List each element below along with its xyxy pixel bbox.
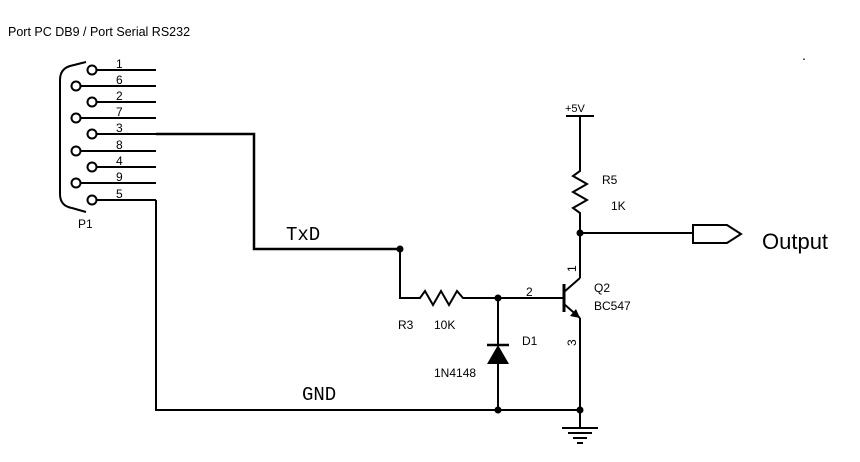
- wire-txd: [156, 132, 400, 251]
- db9-pin-number: 9: [116, 170, 123, 184]
- r5-value: 1K: [611, 199, 626, 213]
- db9-pin-circle-5: [86, 194, 98, 206]
- q2-pin-base: 2: [526, 285, 533, 299]
- junction-dot: [494, 406, 502, 414]
- db9-pin-circle-1: [86, 64, 98, 76]
- db9-pin-number: 1: [116, 57, 123, 71]
- db9-pin-circle-7: [70, 112, 82, 124]
- net-label-txd: TxD: [286, 224, 320, 246]
- resistor-r5: [570, 165, 590, 219]
- db9-connector-body: [59, 61, 87, 213]
- r5-ref: R5: [602, 173, 618, 187]
- db9-pin-number: 7: [116, 105, 123, 119]
- q2-pin-emitter: 3: [565, 339, 579, 346]
- wire-txd-to-r3: [399, 249, 414, 299]
- q2-pin-collector: 1: [565, 265, 579, 272]
- diagram-title: Port PC DB9 / Port Serial RS232: [8, 25, 190, 39]
- q2-emitter-arrow: [570, 309, 580, 318]
- connector-ref: P1: [78, 217, 93, 231]
- db9-pin-number: 5: [116, 187, 123, 201]
- q2-value: BC547: [594, 299, 631, 313]
- output-label: Output: [762, 229, 828, 254]
- q2-collector: [563, 277, 581, 293]
- output-port-icon: [692, 224, 743, 244]
- r3-ref: R3: [398, 318, 414, 332]
- diode-d1-triangle: [487, 345, 509, 364]
- junction-dot: [576, 406, 584, 414]
- resistor-r3: [414, 288, 469, 308]
- stray-dot: .: [802, 47, 806, 63]
- d1-ref: D1: [522, 334, 538, 348]
- db9-pin-circle-4: [86, 161, 98, 173]
- db9-pin-number: 3: [116, 121, 123, 135]
- db9-pin-number: 6: [116, 73, 123, 87]
- r3-value: 10K: [434, 318, 455, 332]
- transistor-q2: [562, 277, 581, 319]
- q2-ref: Q2: [594, 281, 610, 295]
- db9-pin-circle-8: [70, 145, 82, 157]
- db9-pin-number: 8: [116, 138, 123, 152]
- junction-dot: [396, 245, 404, 253]
- db9-pin-number: 4: [116, 154, 123, 168]
- db9-pin-circle-9: [70, 177, 82, 189]
- db9-connector: 1 6 2 7 3 8 4 9 5 P1: [59, 57, 156, 231]
- net-label-gnd: GND: [302, 384, 336, 406]
- wire-gnd: [155, 200, 580, 411]
- d1-value: 1N4148: [434, 366, 476, 380]
- db9-pin-circle-2: [86, 96, 98, 108]
- db9-pin-circle-6: [70, 80, 82, 92]
- vcc-label: +5V: [565, 103, 586, 115]
- ground-icon: [562, 427, 598, 444]
- db9-pin-circle-3: [86, 128, 98, 140]
- db9-pin-number: 2: [116, 89, 123, 103]
